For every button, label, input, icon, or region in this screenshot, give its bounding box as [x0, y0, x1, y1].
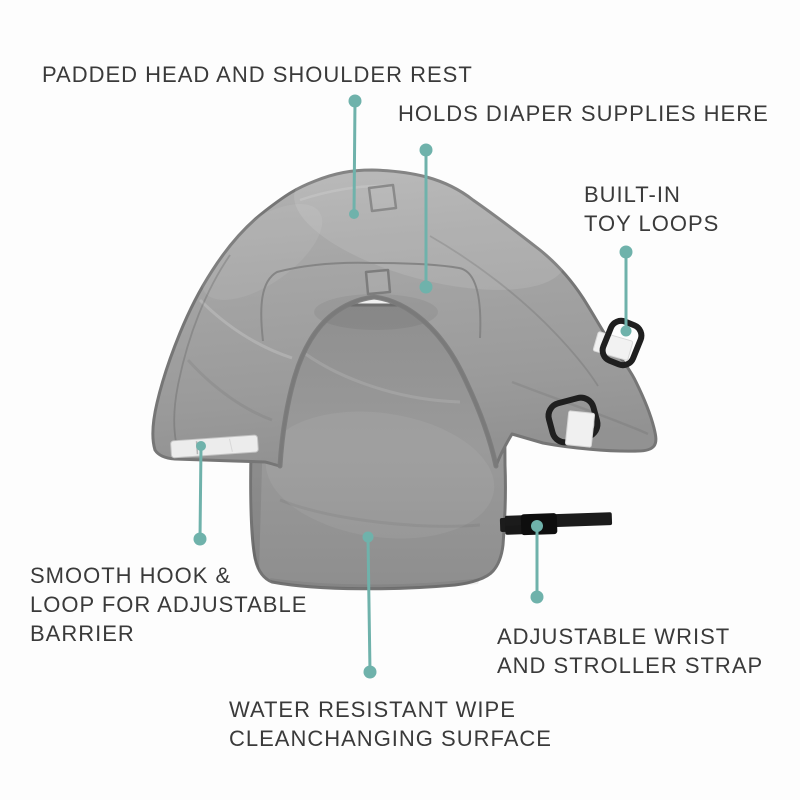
callout-toy-loops: [619, 245, 633, 337]
band-stitch-square: [364, 268, 392, 296]
callout-dot: [362, 531, 374, 543]
callout-connectors: [193, 94, 633, 679]
toy-loop-lower: [545, 394, 601, 448]
changing-pad-graphic: [151, 166, 658, 591]
callout-dot: [193, 532, 207, 546]
apex-stitch-square: [367, 183, 398, 213]
callout-hook-loop: [193, 441, 207, 546]
head-shoulder-rest: [151, 166, 658, 469]
cutout-binding-seam: [277, 294, 499, 469]
label-wipe-clean: WATER RESISTANT WIPE CLEANCHANGING SURFA…: [229, 697, 552, 751]
callout-line: [366, 535, 372, 674]
callout-dot: [620, 325, 632, 337]
label-hook-loop: SMOOTH HOOK & LOOP FOR ADJUSTABLE BARRIE…: [30, 563, 308, 646]
callout-wrist-strap: [530, 520, 544, 604]
callout-line: [198, 444, 203, 541]
callout-dot: [530, 590, 544, 604]
callout-dot: [363, 665, 377, 679]
label-toy-loops: BUILT-IN TOY LOOPS: [584, 182, 720, 236]
callout-line: [352, 99, 357, 216]
label-padded-head-rest: PADDED HEAD AND SHOULDER REST: [42, 62, 473, 87]
callout-wipe-clean: [362, 531, 377, 679]
supply-pocket-seam: [260, 261, 482, 342]
callout-dot: [349, 209, 359, 219]
callout-dot: [419, 280, 433, 294]
label-diaper-supplies: HOLDS DIAPER SUPPLIES HERE: [398, 101, 769, 126]
callout-dot: [419, 143, 433, 157]
label-wrist-strap: ADJUSTABLE WRIST AND STROLLER STRAP: [497, 624, 764, 678]
callout-dot: [531, 520, 543, 532]
callout-dot: [619, 245, 633, 259]
wrist-stroller-strap: [499, 512, 613, 536]
hook-loop-strip: [170, 434, 259, 459]
callout-diaper-supplies: [419, 143, 433, 294]
callout-dot: [348, 94, 362, 108]
changing-surface: [249, 303, 507, 591]
toy-loop-upper: [592, 317, 645, 369]
callout-head-rest: [348, 94, 362, 219]
callout-dot: [196, 441, 206, 451]
